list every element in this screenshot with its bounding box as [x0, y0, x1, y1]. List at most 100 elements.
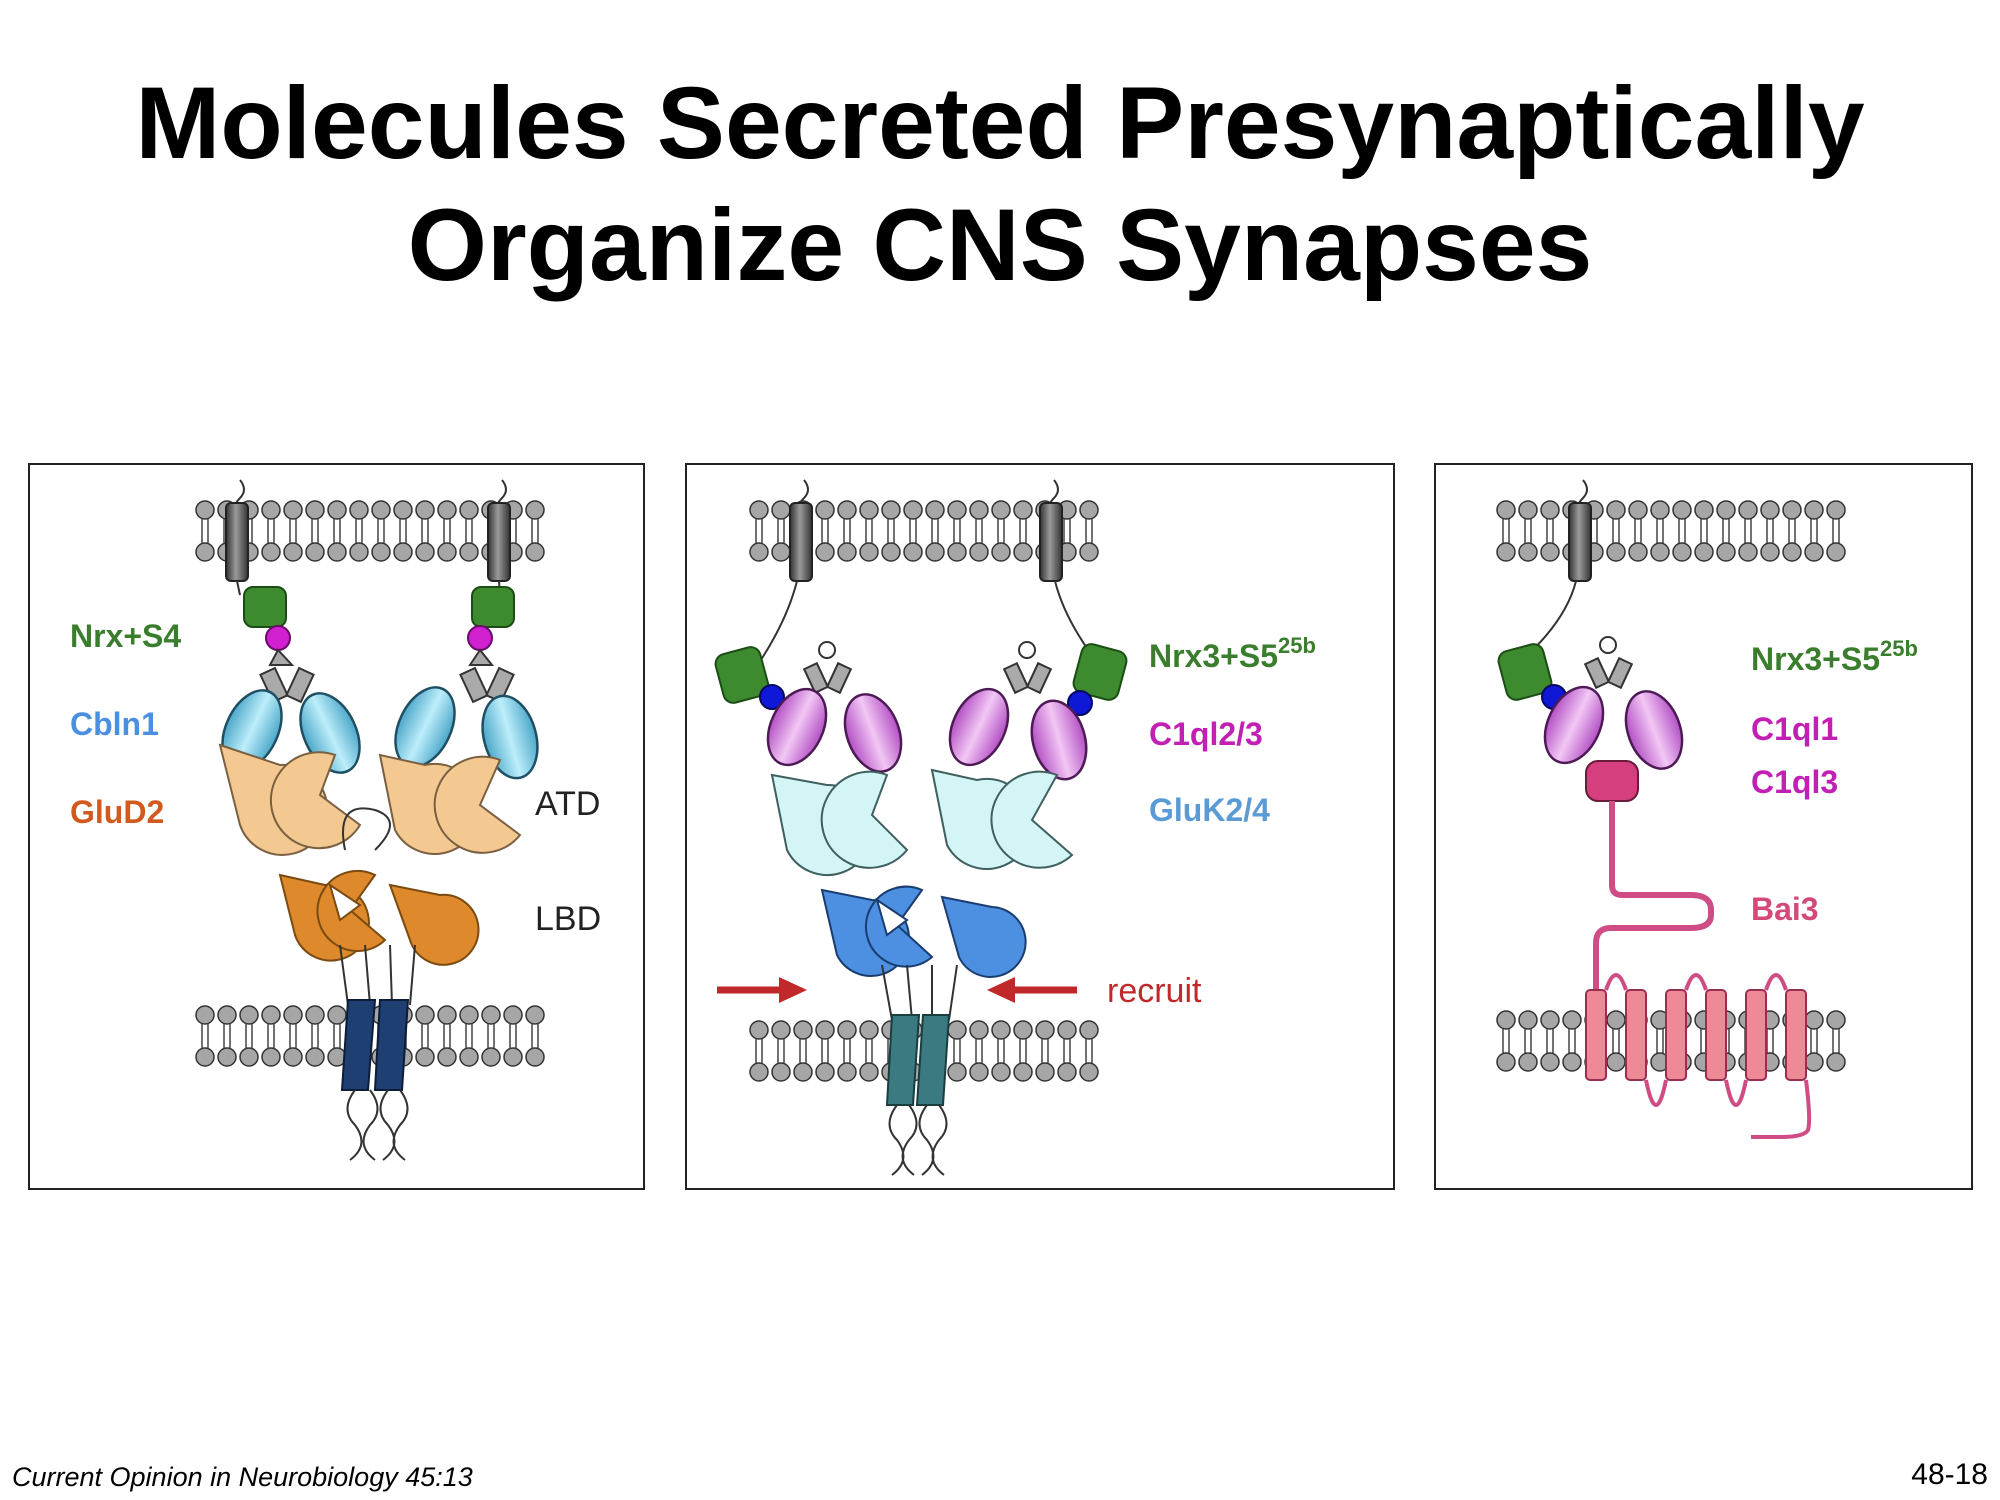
- lipid-head: [815, 1062, 835, 1082]
- lipid-head: [261, 542, 281, 562]
- lipid-tail: [1019, 1039, 1027, 1063]
- lipid-tail: [843, 519, 851, 543]
- lipid-head: [283, 500, 303, 520]
- bai3-c1ql-binding-domain: [1585, 760, 1639, 802]
- lipid-head: [947, 500, 967, 520]
- lipid-head: [195, 1047, 215, 1067]
- slide-number: 48-18: [1911, 1458, 1988, 1491]
- recruit-arrow-right: [987, 977, 1077, 1003]
- lipid-tail: [777, 519, 785, 543]
- panel-2-diagram: Nrx3+S525b C1ql2/3 GluK2/4 recruit: [714, 479, 1316, 1176]
- label-neurexin-main: Nrx3+S5: [1149, 638, 1278, 674]
- lipid-head: [837, 1062, 857, 1082]
- lipid-head: [947, 542, 967, 562]
- lipid-head: [1826, 1010, 1846, 1030]
- lipid-tail: [1502, 519, 1510, 543]
- lipid-tail: [333, 519, 341, 543]
- lipid-head: [771, 500, 791, 520]
- lipid-head: [1738, 542, 1758, 562]
- lipid-head: [525, 542, 545, 562]
- neurexin-lns-domain-left: [714, 646, 770, 704]
- glud2-lbd: [278, 870, 480, 966]
- lipid-head: [305, 500, 325, 520]
- lipid-head: [283, 1047, 303, 1067]
- lipid-tail: [355, 519, 363, 543]
- lipid-head: [1057, 1062, 1077, 1082]
- lipid-tail: [509, 1024, 517, 1048]
- lipid-tail: [399, 519, 407, 543]
- lipid-head: [749, 1020, 769, 1040]
- c1ql-hexamer-right: [948, 687, 1088, 781]
- lipid-tail: [1085, 1039, 1093, 1063]
- lipid-tail: [377, 519, 385, 543]
- lipid-head: [1562, 1010, 1582, 1030]
- neurexin-lns-domain-right: [471, 586, 515, 628]
- lipid-tail: [201, 519, 209, 543]
- lipid-head: [195, 500, 215, 520]
- lipid-head: [771, 1062, 791, 1082]
- lipid-head: [217, 1047, 237, 1067]
- lipid-head: [925, 500, 945, 520]
- lipid-tail: [1568, 1029, 1576, 1053]
- lipid-head: [393, 542, 413, 562]
- lipid-head: [1760, 542, 1780, 562]
- lipid-head: [437, 1047, 457, 1067]
- lipid-head: [1540, 1010, 1560, 1030]
- lipid-head: [327, 500, 347, 520]
- lipid-head: [1518, 500, 1538, 520]
- lipid-head: [793, 1020, 813, 1040]
- lipid-head: [1540, 542, 1560, 562]
- lipid-tail: [931, 519, 939, 543]
- lipid-head: [327, 1005, 347, 1025]
- lipid-head: [1826, 1052, 1846, 1072]
- lipid-head: [1540, 500, 1560, 520]
- lipid-head: [261, 500, 281, 520]
- lipid-head: [415, 542, 435, 562]
- lipid-head: [437, 500, 457, 520]
- lipid-tail: [843, 1039, 851, 1063]
- lipid-head: [415, 500, 435, 520]
- lipid-head: [1650, 542, 1670, 562]
- lipid-head: [903, 500, 923, 520]
- label-neurexin: Nrx3+S525b: [1751, 636, 1918, 677]
- lipid-head: [793, 1062, 813, 1082]
- neurexin-transmembrane-left: [225, 479, 249, 596]
- lipid-tail: [311, 1024, 319, 1048]
- lipid-head: [1738, 500, 1758, 520]
- lipid-head: [437, 542, 457, 562]
- lipid-tail: [443, 519, 451, 543]
- lipid-tail: [1063, 519, 1071, 543]
- lipid-tail: [887, 519, 895, 543]
- lipid-head: [525, 500, 545, 520]
- lipid-tail: [1524, 519, 1532, 543]
- lipid-head: [991, 500, 1011, 520]
- lipid-tail: [975, 519, 983, 543]
- lipid-head: [459, 1005, 479, 1025]
- lipid-head: [969, 542, 989, 562]
- lipid-tail: [1832, 1029, 1840, 1053]
- lipid-head: [261, 1005, 281, 1025]
- lipid-head: [749, 542, 769, 562]
- lipid-tail: [997, 1039, 1005, 1063]
- lipid-head: [749, 500, 769, 520]
- lipid-head: [349, 542, 369, 562]
- cbln1-stalks: [259, 648, 515, 704]
- lipid-tail: [909, 519, 917, 543]
- lipid-tail: [487, 1024, 495, 1048]
- lipid-head: [881, 542, 901, 562]
- lipid-head: [1496, 1010, 1516, 1030]
- lipid-head: [327, 542, 347, 562]
- lipid-tail: [1502, 1029, 1510, 1053]
- lipid-head: [947, 1020, 967, 1040]
- lipid-head: [1760, 500, 1780, 520]
- lipid-tail: [267, 519, 275, 543]
- label-c1ql: C1ql2/3: [1149, 716, 1263, 752]
- lipid-tail: [953, 519, 961, 543]
- lipid-tail: [997, 519, 1005, 543]
- lipid-tail: [531, 1024, 539, 1048]
- lipid-tail: [245, 1024, 253, 1048]
- lipid-tail: [1546, 1029, 1554, 1053]
- lipid-tail: [755, 519, 763, 543]
- lipid-head: [459, 500, 479, 520]
- lipid-head: [283, 542, 303, 562]
